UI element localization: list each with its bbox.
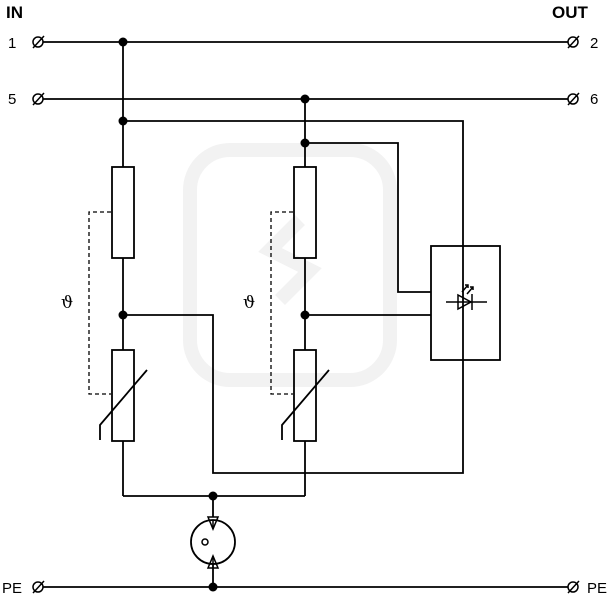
- in-label: IN: [6, 3, 23, 22]
- terminal-5-symbol: [32, 92, 45, 106]
- terminal-1-label: 1: [8, 35, 16, 52]
- thermal-symbol-left: ϑ: [61, 293, 73, 313]
- left-thermal-link: [88, 211, 111, 395]
- right-varistor: [293, 349, 317, 442]
- out-label: OUT: [552, 3, 589, 22]
- right-fuse: [293, 166, 317, 259]
- left-varistor: [111, 349, 135, 442]
- terminal-1-symbol: [32, 35, 45, 49]
- terminal-pe-left-label: PE: [2, 580, 22, 597]
- right-branch: [270, 99, 431, 496]
- terminal-pe-right-label: PE: [587, 580, 607, 597]
- terminal-pe-right-symbol: [567, 580, 580, 594]
- terminal-pe-left-symbol: [32, 580, 45, 594]
- terminal-6-label: 6: [590, 91, 598, 108]
- left-branch: [88, 42, 464, 497]
- terminal-5-label: 5: [8, 91, 16, 108]
- terminal-6-symbol: [567, 92, 580, 106]
- junction-dots: [118, 37, 310, 592]
- watermark-logo: [183, 143, 397, 387]
- led-indicator-module: [430, 245, 501, 361]
- thermal-symbol-right: ϑ: [243, 293, 255, 313]
- gas-discharge-tube: [190, 496, 236, 587]
- terminal-2-label: 2: [590, 35, 598, 52]
- terminal-2-symbol: [567, 35, 580, 49]
- left-fuse: [111, 166, 135, 259]
- right-thermal-link: [270, 211, 293, 395]
